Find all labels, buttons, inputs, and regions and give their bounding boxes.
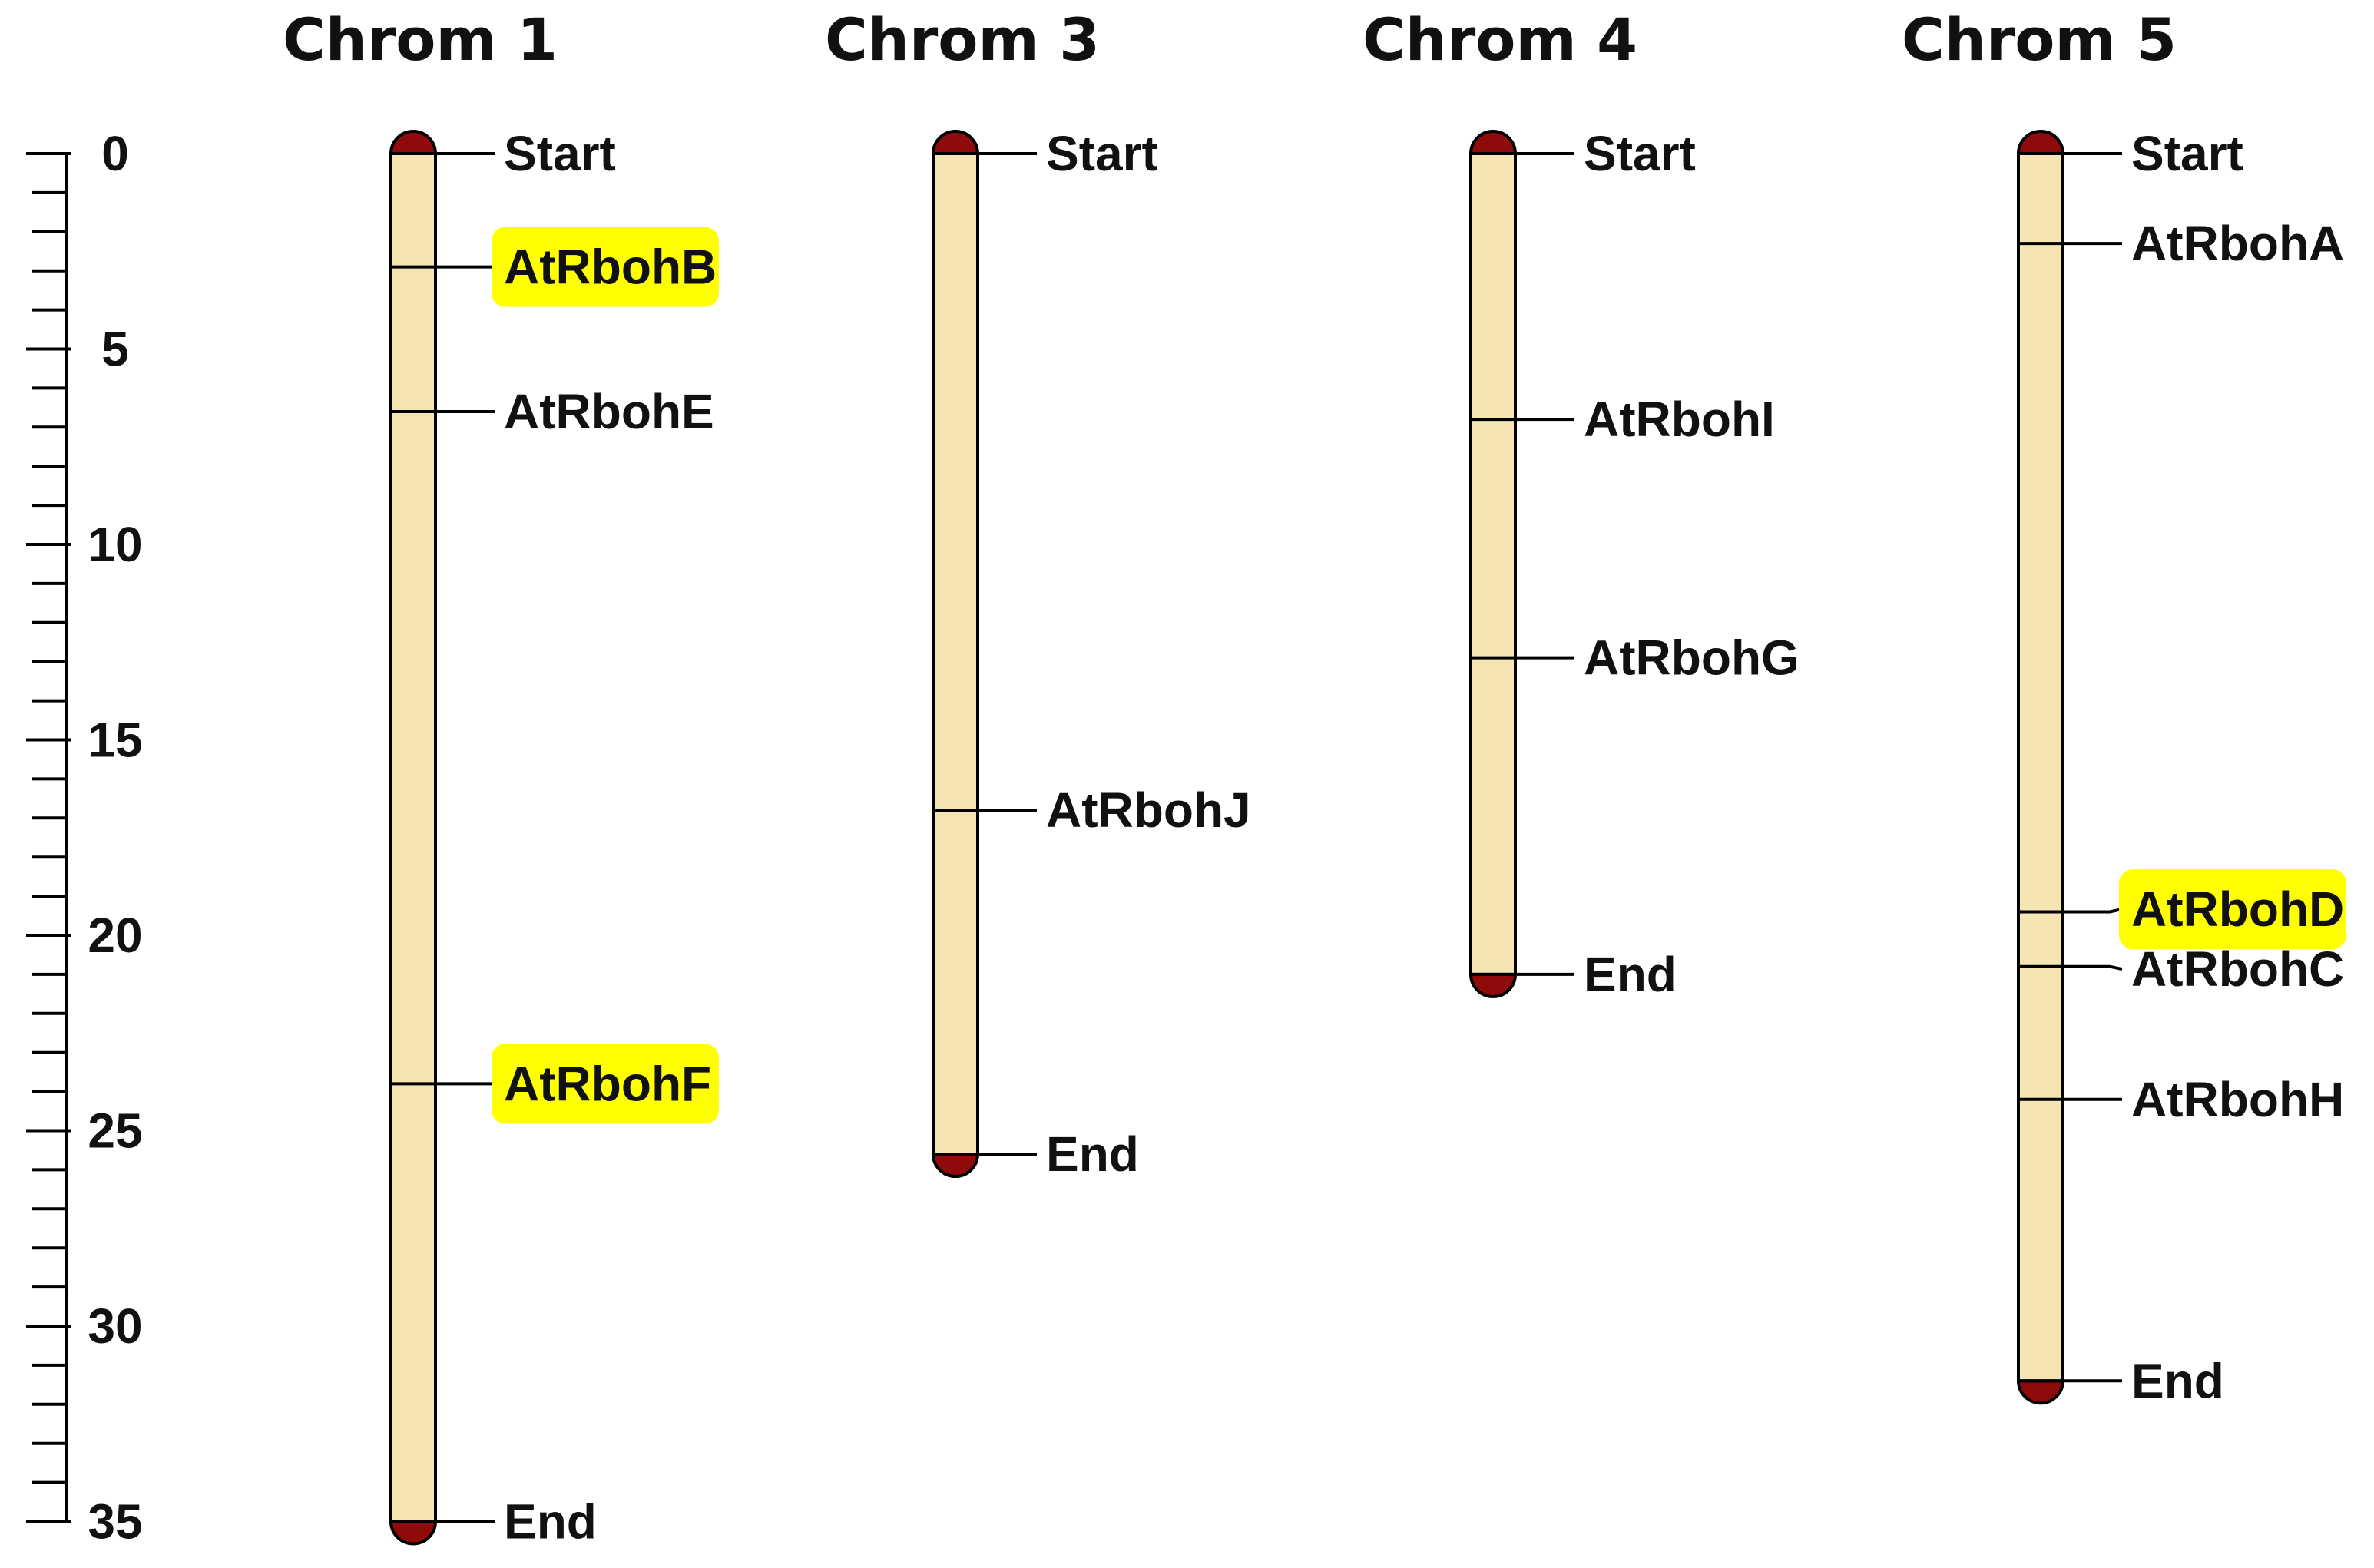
tick-label: 5 <box>101 322 129 377</box>
chromosome-title: Chrom 5 <box>1902 5 2177 74</box>
end-label: End <box>1046 1126 1139 1182</box>
scale-axis: 0 5 10 15 20 25 30 35 <box>26 126 143 1550</box>
gene-label: AtRbohB <box>504 240 717 295</box>
start-label: Start <box>1046 126 1158 181</box>
gene-label: AtRbohG <box>1584 630 1800 686</box>
telomere-top <box>389 130 438 155</box>
telomere-bottom <box>931 1153 980 1178</box>
start-label: Start <box>2131 126 2243 181</box>
tick-label: 25 <box>88 1103 142 1159</box>
start-label: Start <box>1584 126 1696 181</box>
chromosome-body <box>1469 152 1517 976</box>
telomere-top <box>931 130 980 155</box>
telomere-top <box>1468 130 1518 155</box>
tick-label: 35 <box>88 1494 142 1550</box>
telomere-bottom <box>1468 972 1518 998</box>
gene-label: AtRbohA <box>2131 216 2344 271</box>
marker-connector <box>2063 908 2123 914</box>
gene-label: AtRbohH <box>2131 1072 2344 1127</box>
gene-label: AtRbohF <box>504 1056 711 1111</box>
telomere-top <box>2016 130 2065 155</box>
gene-label: AtRbohJ <box>1046 782 1251 838</box>
chromosome-body <box>932 152 979 1156</box>
chromosome-title: Chrom 3 <box>825 5 1100 74</box>
tick-label: 15 <box>88 713 142 768</box>
chromosome-body <box>389 152 437 1523</box>
gene-label: AtRbohC <box>2131 941 2344 997</box>
tick-label: 10 <box>88 517 142 572</box>
highlight-badge <box>492 227 719 307</box>
tick-label: 20 <box>88 908 142 963</box>
end-label: End <box>504 1494 597 1550</box>
gene-label: AtRbohD <box>2131 882 2344 937</box>
highlight-badge <box>492 1044 719 1124</box>
chromosome-body <box>2017 152 2064 1383</box>
chromosome-title: Chrom 4 <box>1362 5 1637 74</box>
telomere-bottom <box>389 1520 438 1546</box>
marker-connector <box>2063 964 2123 971</box>
telomere-bottom <box>2016 1379 2065 1405</box>
tick-label: 30 <box>88 1298 142 1354</box>
highlight-badge <box>2119 869 2346 950</box>
tick-label: 0 <box>101 126 129 181</box>
chromosome-title: Chrom 1 <box>283 5 558 74</box>
end-label: End <box>1584 947 1677 1002</box>
start-label: Start <box>504 126 616 181</box>
chromosome-group: Chrom 1StartAtRbohBAtRbohEAtRbohFEndChro… <box>283 5 2346 1550</box>
gene-label: AtRbohI <box>1584 392 1775 447</box>
gene-label: AtRbohE <box>504 384 714 439</box>
end-label: End <box>2131 1353 2224 1408</box>
